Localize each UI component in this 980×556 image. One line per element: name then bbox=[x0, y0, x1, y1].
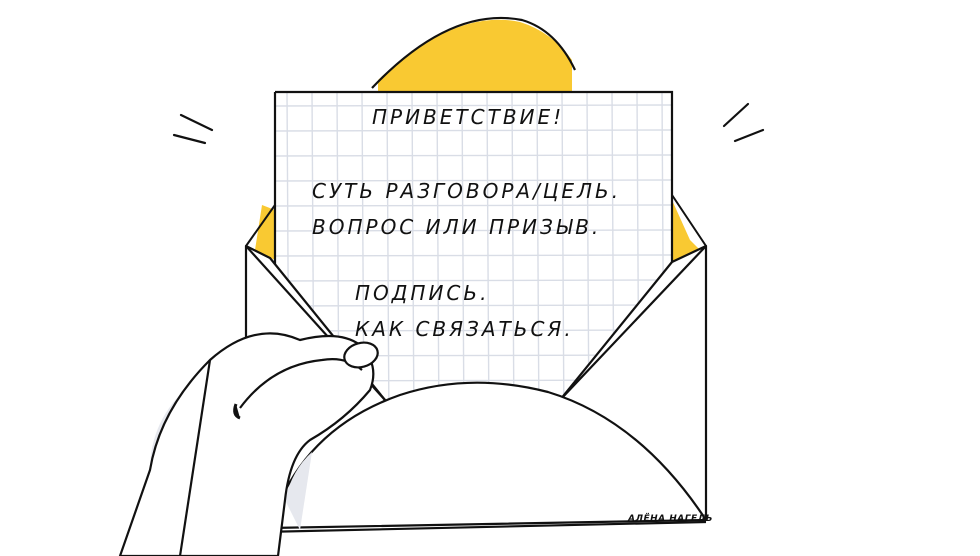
envelope-inner-left-outline bbox=[245, 204, 276, 247]
letter-line-2: ВОПРОС ИЛИ ПРИЗЫВ. bbox=[312, 215, 601, 239]
wrist-line bbox=[178, 359, 212, 556]
grid-line-vertical bbox=[436, 92, 440, 430]
thumbnail bbox=[343, 341, 379, 369]
envelope-inner-right-outline bbox=[671, 194, 707, 247]
grid-line-horizontal bbox=[275, 279, 672, 282]
envelope-flap-outline bbox=[371, 16, 576, 89]
grid-line-horizontal bbox=[275, 204, 672, 207]
grid-line-vertical bbox=[386, 92, 390, 430]
grid-line-horizontal bbox=[275, 229, 672, 232]
finger-tip bbox=[233, 403, 241, 420]
envelope-inner-left bbox=[255, 205, 275, 260]
envelope-inner bbox=[378, 19, 572, 92]
grid-line-horizontal bbox=[275, 154, 672, 157]
grid-line-horizontal bbox=[275, 129, 672, 132]
grid-line-vertical bbox=[561, 92, 565, 430]
envelope-shadow bbox=[285, 452, 312, 530]
envelope-bottom-flap bbox=[268, 381, 708, 530]
letter-line-3: ПОДПИСЬ. bbox=[355, 281, 489, 305]
hand bbox=[118, 332, 375, 556]
motion-lines-right bbox=[722, 102, 765, 143]
letter-line-4: КАК СВЯЗАТЬСЯ. bbox=[355, 317, 574, 341]
letter-line-1: СУТЬ РАЗГОВОРА/ЦЕЛЬ. bbox=[312, 179, 621, 203]
grid-line-vertical bbox=[411, 92, 415, 430]
grid-line-vertical bbox=[536, 92, 540, 430]
grid-line-horizontal bbox=[275, 329, 672, 332]
grid-line-vertical bbox=[486, 92, 490, 430]
envelope-inner-right bbox=[672, 200, 700, 262]
envelope-bottom-edge bbox=[261, 520, 707, 534]
grid-line-horizontal bbox=[275, 179, 672, 182]
grid-line-vertical bbox=[511, 92, 515, 430]
grid-line-horizontal bbox=[275, 104, 672, 107]
author-signature: АЛЁНА НАГЕЛЬ bbox=[627, 513, 713, 524]
motion-lines-left bbox=[172, 113, 214, 145]
grid-line-horizontal bbox=[275, 304, 672, 307]
letter-greeting: ПРИВЕТСТВИЕ! bbox=[372, 105, 564, 129]
grid-line-vertical bbox=[461, 92, 465, 430]
envelope-right-fold bbox=[559, 245, 707, 401]
grid-line-horizontal bbox=[275, 254, 672, 257]
